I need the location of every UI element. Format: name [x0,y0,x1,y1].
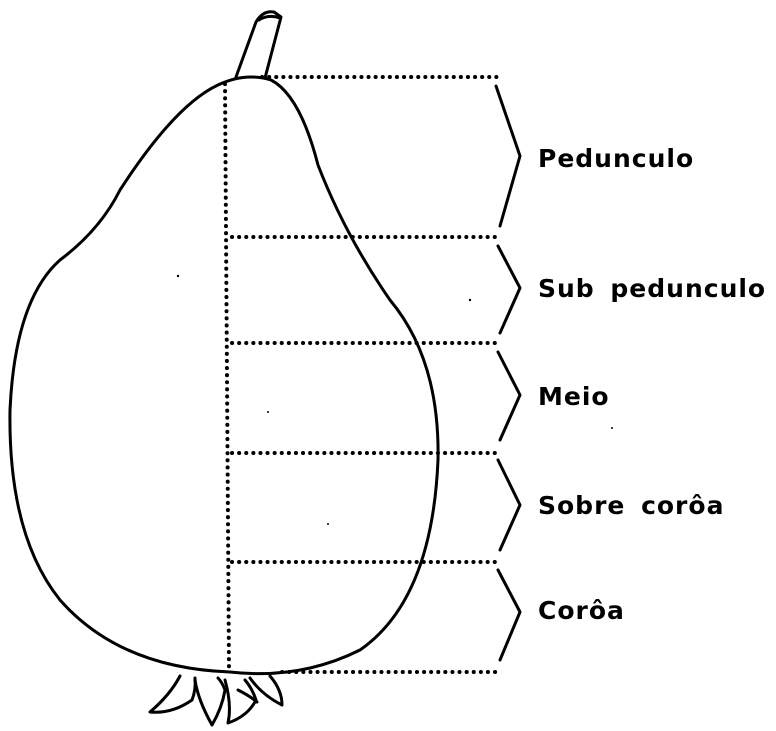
division-lines [232,77,500,672]
pear-outline [10,77,438,674]
brace-pedunculo [496,86,520,226]
label-meio: Meio [538,384,610,409]
pear-stem [236,12,281,78]
brace-sobre-coroa [498,460,520,550]
braces [496,86,520,660]
label-sub-pedunculo: Sub pedunculo [538,276,766,301]
label-sobre-coroa: Sobre corôa [538,493,724,518]
label-coroa: Corôa [538,598,625,623]
brace-meio [498,352,520,440]
axis-dotted-line [225,84,229,670]
sepals [150,676,282,725]
brace-sub-pedunculo [498,246,520,333]
brace-coroa [498,570,520,660]
label-pedunculo: Pedunculo [538,146,694,171]
